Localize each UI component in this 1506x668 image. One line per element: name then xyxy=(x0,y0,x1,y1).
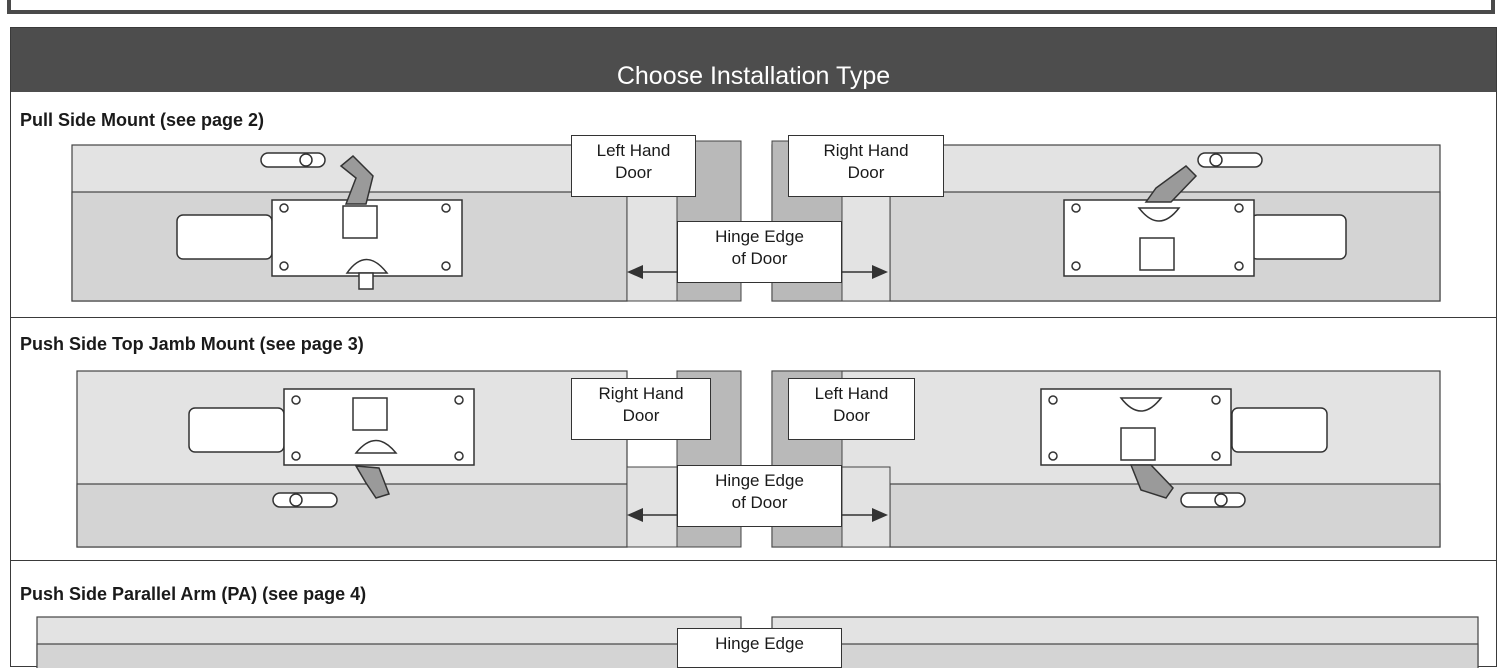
section-divider xyxy=(11,317,1496,318)
parallel-arm-diagram xyxy=(36,616,1479,668)
panel-title: Choose Installation Type xyxy=(616,62,891,90)
label-line: Hinge Edge xyxy=(715,471,804,490)
label-hinge-edge: Hinge Edge of Door xyxy=(677,465,842,527)
label-line: Door xyxy=(622,406,660,425)
label-left-hand-door: Left Hand Door xyxy=(788,378,915,440)
label-line: Right Hand xyxy=(823,141,909,160)
pull-side-diagram xyxy=(71,140,1441,302)
section-title-pull-side[interactable]: Pull Side Mount (see page 2) xyxy=(20,110,265,130)
label-line: Left Hand xyxy=(596,141,671,160)
arrow-right-icon xyxy=(872,265,888,279)
section-divider xyxy=(11,560,1496,561)
door-closer-icon xyxy=(1040,388,1328,508)
panel-header: Choose Installation Type xyxy=(11,28,1496,92)
push-side-diagram xyxy=(76,370,1441,548)
door-closer-icon xyxy=(176,152,463,290)
top-panel-border xyxy=(7,0,1495,14)
label-right-hand-door: Right Hand Door xyxy=(571,378,711,440)
label-hinge-edge: Hinge Edge xyxy=(677,628,842,668)
label-line: Door xyxy=(833,406,870,425)
label-line: Door xyxy=(615,163,652,182)
arrow-right-icon xyxy=(872,508,888,522)
label-left-hand-door: Left Hand Door xyxy=(571,135,696,197)
label-line: Door xyxy=(847,163,885,182)
label-line: Hinge Edge xyxy=(715,634,804,653)
installation-type-panel: Choose Installation Type Pull Side Mount… xyxy=(10,27,1497,668)
label-line: Right Hand xyxy=(598,384,684,403)
arrow-left-icon xyxy=(627,508,643,522)
door-closer-icon xyxy=(1063,152,1347,277)
label-line: Hinge Edge xyxy=(715,227,804,246)
arrow-left-icon xyxy=(627,265,643,279)
label-right-hand-door: Right Hand Door xyxy=(788,135,944,197)
door-closer-icon xyxy=(188,388,475,508)
label-line: Left Hand xyxy=(814,384,889,403)
section-title-push-side-parallel-arm[interactable]: Push Side Parallel Arm (PA) (see page 4) xyxy=(20,584,367,604)
label-hinge-edge: Hinge Edge of Door xyxy=(677,221,842,283)
label-line: of Door xyxy=(731,493,788,512)
label-line: of Door xyxy=(731,249,788,268)
section-title-push-side-top-jamb[interactable]: Push Side Top Jamb Mount (see page 3) xyxy=(20,334,364,354)
